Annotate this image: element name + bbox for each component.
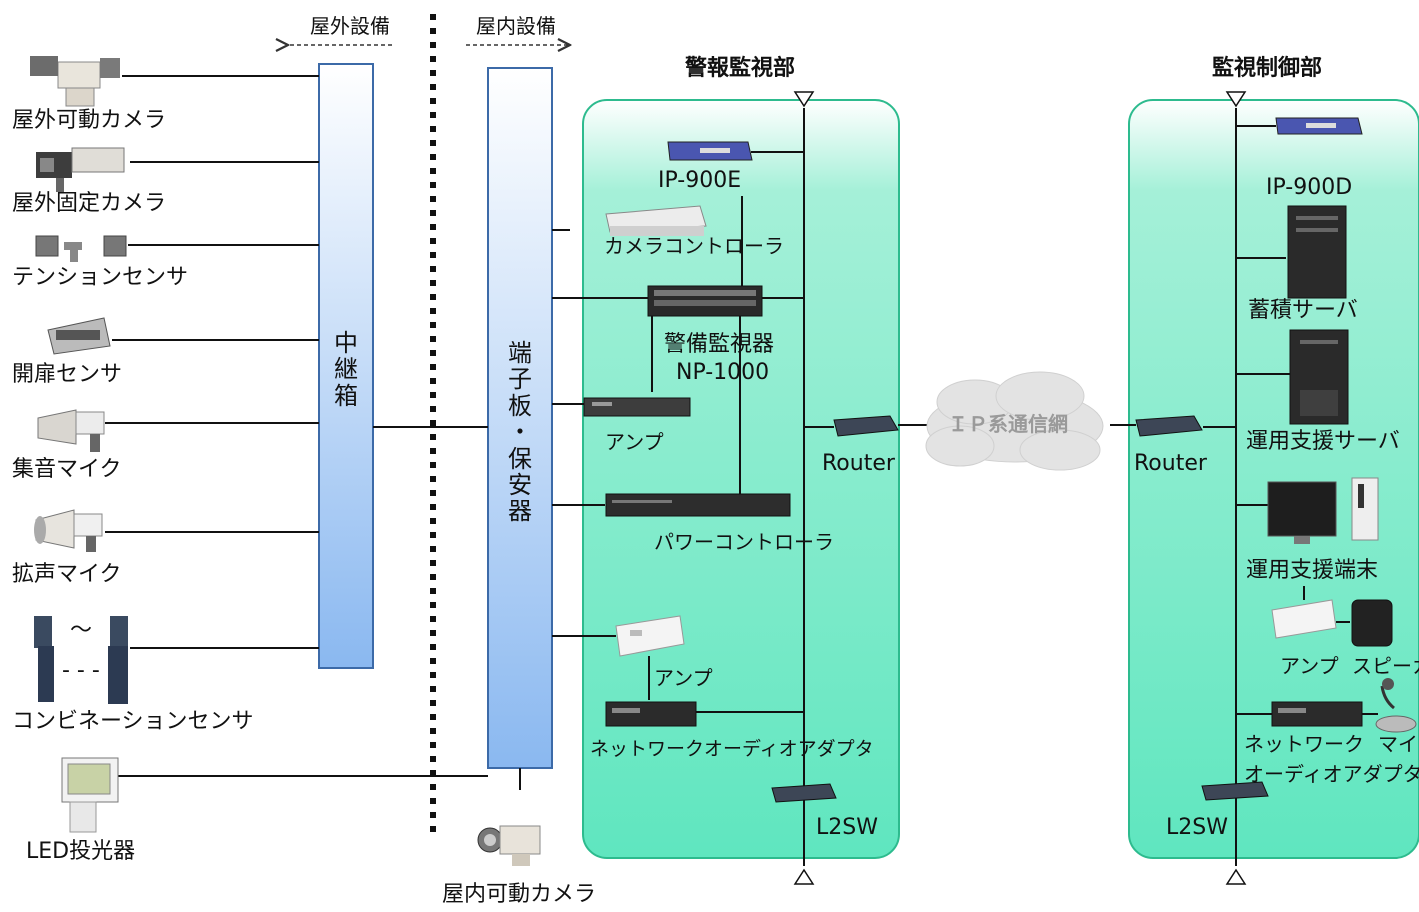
amp1-label: アンプ xyxy=(605,430,664,454)
terminal-board-label: 端子板・保安器 xyxy=(508,339,532,526)
storage-server-icon xyxy=(1287,205,1347,299)
control-audio-adapter-line2: オーディオアダプタ xyxy=(1244,762,1419,786)
control-router-icon xyxy=(1135,415,1203,437)
ip-900e-icon xyxy=(667,141,753,161)
alarm-l2sw-label: L2SW xyxy=(816,815,878,840)
alarm-router-icon xyxy=(833,415,899,437)
camera-controller-icon xyxy=(605,205,707,236)
ops-server-icon xyxy=(1289,329,1349,425)
indoor-wires xyxy=(552,108,1378,866)
control-unit-title: 監視制御部 xyxy=(1212,56,1323,81)
ip-900d-icon xyxy=(1275,117,1363,135)
led-floodlight-label: LED投光器 xyxy=(26,839,136,864)
control-bus-top xyxy=(1225,91,1247,108)
control-bus-bottom xyxy=(1225,868,1247,885)
mic-label: マイク xyxy=(1378,732,1419,756)
combination-sensor-icon xyxy=(34,616,128,704)
amp-white-icon xyxy=(615,615,685,657)
indoor-ptz-camera-icon xyxy=(477,825,541,866)
ip-network-cloud xyxy=(925,371,1104,471)
control-amp-label: アンプ xyxy=(1280,654,1339,678)
alarm-bus-bottom xyxy=(793,868,815,885)
loudspeaker-icon xyxy=(34,509,103,552)
ip-900e-label: IP-900E xyxy=(658,168,742,193)
relay-box xyxy=(318,63,374,669)
door-sensor-icon xyxy=(47,317,111,355)
security-monitor-icon xyxy=(647,285,763,317)
indoor-camera-label: 屋内可動カメラ xyxy=(442,882,597,907)
ops-server-label: 運用支援サーバ xyxy=(1246,429,1400,454)
amp2-label: アンプ xyxy=(654,666,713,690)
relay-box-label: 中継箱 xyxy=(334,329,358,410)
tension-sensor-label: テンションセンサ xyxy=(12,265,189,290)
outdoor-ptz-camera-label: 屋外可動カメラ xyxy=(12,108,167,133)
combination-tilde: ～ xyxy=(70,618,93,643)
combination-sensor-label: コンビネーションセンサ xyxy=(12,709,254,734)
indoor-zone-label: 屋内設備 xyxy=(476,14,556,38)
control-l2sw-label: L2SW xyxy=(1166,815,1228,840)
security-monitor-model: NP-1000 xyxy=(676,360,770,385)
alarm-router-label: Router xyxy=(822,451,895,476)
control-l2sw-icon xyxy=(1201,781,1269,801)
control-audio-adapter-line1: ネットワーク xyxy=(1244,732,1364,756)
control-audio-adapter-icon xyxy=(1271,701,1363,727)
amp-rack-icon xyxy=(583,397,691,417)
speaker-icon xyxy=(1351,599,1393,647)
control-amp-icon xyxy=(1271,599,1337,639)
control-router-label: Router xyxy=(1134,451,1207,476)
speaker-label: スピーカ xyxy=(1352,654,1419,678)
outdoor-ptz-camera-icon xyxy=(30,56,120,107)
ip-network-label: ＩＰ系通信網 xyxy=(948,412,1068,436)
outdoor-zone-label: 屋外設備 xyxy=(310,14,390,38)
ops-terminal-icon xyxy=(1267,477,1379,544)
pickup-mic-icon xyxy=(37,409,105,452)
storage-server-label: 蓄積サーバ xyxy=(1248,298,1358,323)
security-monitor-name: 警備監視器 xyxy=(664,332,775,357)
pickup-mic-label: 集音マイク xyxy=(12,457,122,482)
alarm-l2sw-icon xyxy=(771,783,837,803)
audio-adapter-label: ネットワークオーディオアダプタ xyxy=(590,738,874,760)
ip-900d-label: IP-900D xyxy=(1266,175,1353,200)
ops-terminal-label: 運用支援端末 xyxy=(1246,558,1379,583)
outdoor-fixed-camera-label: 屋外固定カメラ xyxy=(12,191,167,216)
alarm-unit-title: 警報監視部 xyxy=(685,56,796,81)
loudspeaker-label: 拡声マイク xyxy=(12,562,122,587)
camera-controller-label: カメラコントローラ xyxy=(604,234,784,258)
microphone-icon xyxy=(1375,678,1417,733)
tension-sensor-icon xyxy=(35,235,127,262)
outdoor-wires xyxy=(105,75,521,790)
power-controller-label: パワーコントローラ xyxy=(654,530,834,554)
alarm-bus-top xyxy=(793,91,815,108)
combination-dashes: - - - xyxy=(62,658,100,683)
door-sensor-label: 開扉センサ xyxy=(12,362,123,387)
outdoor-fixed-camera-icon xyxy=(36,147,125,192)
led-floodlight-icon xyxy=(61,757,119,833)
network-audio-adapter-icon xyxy=(605,701,697,727)
power-controller-icon xyxy=(605,493,791,517)
